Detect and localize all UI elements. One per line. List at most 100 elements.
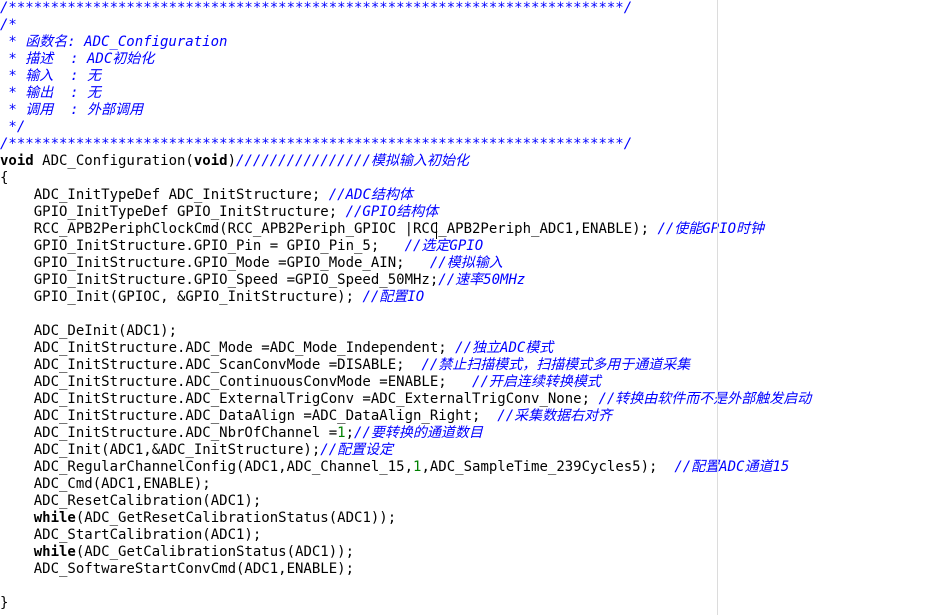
code-line[interactable]: */ [0,119,811,136]
code-token-text: GPIO_InitTypeDef GPIO_InitStructure; [0,204,346,220]
code-token-text: ADC_DeInit(ADC1); [0,323,178,339]
code-token-text: RCC_APB2PeriphClockCmd(RCC_APB2Periph_GP… [0,221,658,237]
code-line[interactable]: ADC_InitStructure.ADC_ScanConvMode =DISA… [0,357,811,374]
code-token-text: ADC_InitStructure.ADC_Mode =ADC_Mode_Ind… [0,340,456,356]
code-line[interactable]: GPIO_InitStructure.GPIO_Speed =GPIO_Spee… [0,272,811,289]
text-cursor [436,222,437,239]
code-token-comment: //配置设定 [320,442,394,458]
code-line[interactable]: GPIO_Init(GPIOC, &GPIO_InitStructure); /… [0,289,811,306]
code-line[interactable]: GPIO_InitTypeDef GPIO_InitStructure; //G… [0,204,811,221]
code-token-comment: //转换由软件而不是外部触发启动 [598,391,812,407]
code-token-text: } [0,595,9,611]
code-token-comment: * 函数名: ADC_Configuration [0,34,228,50]
code-line[interactable]: ADC_StartCalibration(ADC1); [0,527,811,544]
code-line[interactable]: * 描述 : ADC初始化 [0,51,811,68]
code-line[interactable]: ADC_ResetCalibration(ADC1); [0,493,811,510]
code-line[interactable]: ADC_RegularChannelConfig(ADC1,ADC_Channe… [0,459,811,476]
code-line[interactable]: * 函数名: ADC_Configuration [0,34,811,51]
code-token-text: ADC_Cmd(ADC1,ENABLE); [0,476,211,492]
code-line[interactable] [0,578,811,595]
code-token-number: 1 [337,425,346,441]
code-token-comment: //配置IO [362,289,425,305]
code-token-text: (ADC_GetResetCalibrationStatus(ADC1)); [75,510,397,526]
code-token-comment: //模拟输入 [429,255,503,271]
code-line[interactable]: ADC_InitTypeDef ADC_InitStructure; //ADC… [0,187,811,204]
code-line[interactable]: ADC_Cmd(ADC1,ENABLE); [0,476,811,493]
code-line[interactable]: /***************************************… [0,136,811,153]
code-token-comment: //要转换的通道数目 [354,425,483,441]
code-line[interactable]: ADC_InitStructure.ADC_ExternalTrigConv =… [0,391,812,408]
code-token-keyword: void [193,153,228,169]
code-token-comment: //ADC结构体 [328,187,413,203]
code-line[interactable]: ADC_InitStructure.ADC_DataAlign =ADC_Dat… [0,408,811,425]
right-margin-guide [717,0,718,615]
code-line[interactable]: void ADC_Configuration(void)////////////… [0,153,811,170]
code-token-comment: //采集数据右对齐 [497,408,613,424]
code-token-comment: /***************************************… [0,136,633,152]
code-token-comment: * 输入 : 无 [0,68,102,84]
code-token-text: ; [345,425,355,441]
code-line[interactable]: GPIO_InitStructure.GPIO_Mode =GPIO_Mode_… [0,255,811,272]
code-token-number: 1 [413,459,422,475]
code-line[interactable]: * 调用 : 外部调用 [0,102,811,119]
code-token-comment: ////////////////模拟输入初始化 [236,153,469,169]
code-token-comment: //选定GPIO [404,238,484,254]
code-token-comment: //独立ADC模式 [455,340,554,356]
code-token-comment: */ [0,119,26,135]
code-line[interactable]: ADC_DeInit(ADC1); [0,323,811,340]
code-token-comment: //使能GPIO时钟 [657,221,765,237]
code-token-text: ADC_InitStructure.ADC_ContinuousConvMode… [0,374,473,390]
code-token-text [0,544,34,560]
code-token-text [0,510,34,526]
code-token-text: ADC_StartCalibration(ADC1); [0,527,262,543]
code-line[interactable] [0,306,811,323]
code-line[interactable]: ADC_SoftwareStartConvCmd(ADC1,ENABLE); [0,561,811,578]
code-token-keyword: while [33,510,76,526]
code-line[interactable]: while(ADC_GetCalibrationStatus(ADC1)); [0,544,811,561]
code-token-text: { [0,170,9,186]
code-token-text: (ADC_GetCalibrationStatus(ADC1)); [75,544,355,560]
code-line[interactable]: /***************************************… [0,0,811,17]
code-token-text: ADC_InitStructure.ADC_ScanConvMode =DISA… [0,357,422,373]
code-line[interactable]: } [0,595,811,612]
code-line[interactable]: ADC_InitStructure.ADC_Mode =ADC_Mode_Ind… [0,340,811,357]
code-token-comment: /***************************************… [0,0,633,16]
code-token-text: ADC_Configuration( [33,153,194,169]
code-line[interactable]: * 输入 : 无 [0,68,811,85]
code-token-text: GPIO_InitStructure.GPIO_Pin = GPIO_Pin_5… [0,238,405,254]
code-line[interactable]: GPIO_InitStructure.GPIO_Pin = GPIO_Pin_5… [0,238,811,255]
code-token-text: ADC_InitStructure.ADC_ExternalTrigConv =… [0,391,599,407]
code-token-text: ADC_InitStructure.ADC_DataAlign =ADC_Dat… [0,408,498,424]
code-token-text: GPIO_Init(GPIOC, &GPIO_InitStructure); [0,289,363,305]
code-token-text: ADC_ResetCalibration(ADC1); [0,493,262,509]
code-token-comment: * 输出 : 无 [0,85,102,101]
code-token-text: ADC_RegularChannelConfig(ADC1,ADC_Channe… [0,459,414,475]
code-line[interactable]: { [0,170,811,187]
code-line[interactable]: * 输出 : 无 [0,85,811,102]
code-token-keyword: while [33,544,76,560]
code-line[interactable]: ADC_InitStructure.ADC_NbrOfChannel =1;//… [0,425,811,442]
code-token-text: ) [227,153,237,169]
code-token-comment: * 调用 : 外部调用 [0,102,144,118]
code-token-keyword: void [0,153,34,169]
code-token-comment: /* [0,17,17,33]
code-token-text: ADC_InitTypeDef ADC_InitStructure; [0,187,329,203]
code-line[interactable]: RCC_APB2PeriphClockCmd(RCC_APB2Periph_GP… [0,221,811,238]
code-token-comment: //GPIO结构体 [345,204,439,220]
code-line[interactable]: /* [0,17,811,34]
code-line[interactable]: ADC_Init(ADC1,&ADC_InitStructure);//配置设定 [0,442,811,459]
code-token-text: ADC_SoftwareStartConvCmd(ADC1,ENABLE); [0,561,355,577]
code-token-text: ,ADC_SampleTime_239Cycles5); [421,459,675,475]
code-text-area[interactable]: /***************************************… [0,0,811,612]
code-token-text: GPIO_InitStructure.GPIO_Mode =GPIO_Mode_… [0,255,430,271]
code-token-comment: //禁止扫描模式，扫描模式多用于通道采集 [421,357,691,373]
code-token-comment: * 描述 : ADC初始化 [0,51,155,67]
code-token-comment: //开启连续转换模式 [472,374,601,390]
code-token-text: GPIO_InitStructure.GPIO_Speed =GPIO_Spee… [0,272,439,288]
code-token-text: ADC_InitStructure.ADC_NbrOfChannel = [0,425,338,441]
code-token-comment: //速率50MHz [438,272,526,288]
code-token-comment: //配置ADC通道15 [674,459,790,475]
code-line[interactable]: while(ADC_GetResetCalibrationStatus(ADC1… [0,510,811,527]
code-line[interactable]: ADC_InitStructure.ADC_ContinuousConvMode… [0,374,811,391]
